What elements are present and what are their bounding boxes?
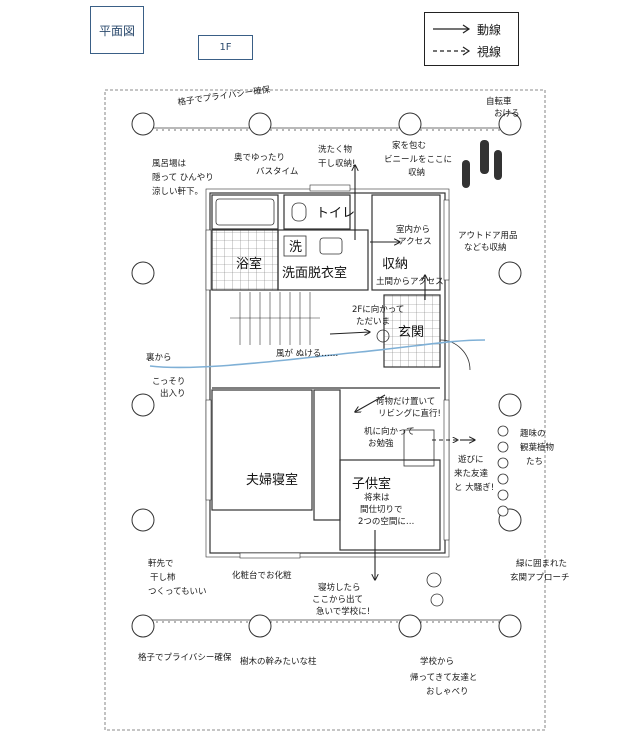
note-wrap-2: ビニールをここに — [384, 155, 452, 165]
room-wash: 洗面脱衣室 — [282, 265, 347, 281]
note-bath-area-2: 隠って ひんやり — [152, 172, 214, 183]
note-bicycle-2: おける — [494, 109, 520, 119]
note-outdoor-access: 土間からアクセス — [376, 276, 444, 287]
note-bath-area-3: 涼しい軒下。 — [152, 186, 203, 197]
note-eaves-3: つくってもいい — [148, 587, 206, 597]
note-hobby-1: 趣味の — [520, 428, 546, 439]
pillars — [131, 112, 522, 638]
note-wind: 風が ぬける…… — [276, 348, 338, 359]
note-late-1: 寝坊したら — [318, 582, 361, 593]
note-bicycle: 自転車 おける — [486, 96, 520, 119]
note-friends-3: と 大騒ぎ! — [454, 482, 494, 493]
solid-arrow-icon — [433, 24, 471, 34]
note-living-2: リビングに直行! — [378, 408, 441, 419]
legend: 動線 視線 — [424, 12, 519, 66]
note-study: 机に向かって お勉強 — [364, 426, 417, 449]
note-school-1: 学校から — [420, 656, 454, 667]
note-green-2: 玄関アプローチ — [510, 572, 570, 583]
note-bicycle-1: 自転車 — [486, 96, 512, 107]
note-bath-area-1: 風呂場は — [152, 158, 187, 169]
note-backyard: 裏から こっそり 出入り — [146, 352, 188, 399]
plant-icons — [497, 425, 509, 517]
note-hobby-3: たち — [526, 457, 543, 467]
room-wash-char: 洗 — [289, 240, 302, 255]
note-vanity: 化粧台でお化粧 — [232, 570, 292, 581]
note-indoor-access: 室内から アクセス — [396, 224, 433, 247]
note-wrap-1: 家を包む — [392, 140, 426, 151]
note-outdoor-2: なども収納 — [464, 242, 507, 253]
note-wrap-3: 収納 — [408, 167, 425, 178]
note-partition-2: 間仕切りで — [360, 504, 403, 515]
note-late-2: ここから出て — [312, 594, 363, 605]
building — [205, 184, 471, 559]
note-eaves-2: 干し柿 — [150, 572, 176, 583]
note-bathtime-1: 奥でゆったり — [234, 152, 285, 163]
note-eaves: 軒先で 干し柿 つくってもいい — [148, 558, 206, 597]
note-hobby-2: 観葉植物 — [520, 442, 555, 453]
note-bathtime: 奥でゆったり バスタイム — [234, 152, 298, 177]
floor-label-text: 1F — [219, 42, 232, 53]
note-school-2: 帰ってきて友達と — [410, 672, 477, 683]
note-hobby: 趣味の 観葉植物 たち — [520, 428, 557, 467]
bicycle-icons — [462, 140, 502, 188]
note-green: 緑に囲まれた 玄関アプローチ — [510, 558, 570, 583]
note-backyard-3: 出入り — [160, 388, 186, 399]
wind-line — [149, 339, 486, 369]
note-bathtime-2: バスタイム — [256, 167, 298, 177]
note-late: 寝坊したら ここから出て 急いで学校に! — [312, 582, 370, 617]
note-laundry: 洗たく物 干し収納! — [318, 144, 355, 169]
note-school: 学校から 帰ってきて友達と おしゃべり — [410, 656, 480, 697]
note-living-1: 荷物だけ置いて — [376, 396, 435, 407]
note-study-2: お勉強 — [368, 438, 394, 449]
note-friends-2: 来た友達 — [454, 468, 489, 479]
note-bath-area: 風呂場は 隠って ひんやり 涼しい軒下。 — [152, 158, 216, 197]
room-storage: 収納 — [382, 257, 408, 272]
note-living: 荷物だけ置いて リビングに直行! — [376, 396, 441, 419]
note-lattice-top: 格子でプライバシー確保 — [177, 84, 271, 108]
note-tadaima-2: ただいま — [356, 317, 390, 327]
note-study-1: 机に向かって — [364, 426, 415, 437]
note-eaves-1: 軒先で — [148, 558, 174, 569]
note-late-3: 急いで学校に! — [316, 606, 370, 617]
room-entrance: 玄関 — [398, 325, 424, 340]
lattice-top — [138, 127, 520, 131]
person-icons — [376, 329, 444, 607]
dashed-arrow-icon — [433, 46, 471, 56]
legend-movement-label: 動線 — [477, 23, 502, 37]
movement-arrows — [329, 165, 475, 580]
note-pillars: 樹木の幹みたいな柱 — [240, 656, 317, 667]
room-bath: 浴室 — [236, 256, 262, 272]
legend-sightline: 視線 — [425, 41, 518, 61]
site-boundary — [104, 89, 546, 731]
note-outdoor-1: アウトドア用品 — [458, 231, 518, 241]
note-laundry-2: 干し収納! — [318, 158, 355, 169]
drawing-title-text: 平面図 — [98, 23, 135, 38]
floor-label: 1F — [198, 35, 253, 60]
legend-sightline-label: 視線 — [477, 45, 502, 59]
room-toilet: トイレ — [316, 206, 355, 221]
note-wrap: 家を包む ビニールをここに 収納 — [384, 140, 455, 178]
room-master-bed: 夫婦寝室 — [246, 472, 298, 488]
note-school-3: おしゃべり — [426, 687, 469, 697]
drawing-title: 平面図 — [90, 6, 144, 54]
note-friends: 遊びに 来た友達 と 大騒ぎ! — [454, 454, 494, 493]
room-kids: 子供室 — [352, 476, 391, 492]
note-friends-1: 遊びに — [458, 454, 484, 465]
note-lattice-bottom: 格子でプライバシー確保 — [138, 652, 232, 663]
note-tadaima-1: 2Fに向かって — [352, 304, 404, 315]
note-outdoor: アウトドア用品 なども収納 — [458, 231, 520, 253]
note-partition: 将来は 間仕切りで 2つの空間に… — [358, 492, 414, 527]
legend-movement: 動線 — [425, 19, 518, 39]
note-indoor-access-2: アクセス — [398, 237, 432, 247]
note-tadaima: 2Fに向かって ただいま — [352, 304, 407, 327]
note-backyard-2: こっそり — [152, 377, 185, 387]
note-indoor-access-1: 室内から — [396, 224, 430, 235]
note-partition-1: 将来は — [364, 492, 390, 503]
note-backyard-1: 裏から — [146, 352, 172, 363]
note-laundry-1: 洗たく物 — [318, 144, 353, 155]
note-partition-3: 2つの空間に… — [358, 516, 414, 527]
note-green-1: 緑に囲まれた — [516, 558, 567, 569]
lattice-bottom — [138, 619, 520, 623]
